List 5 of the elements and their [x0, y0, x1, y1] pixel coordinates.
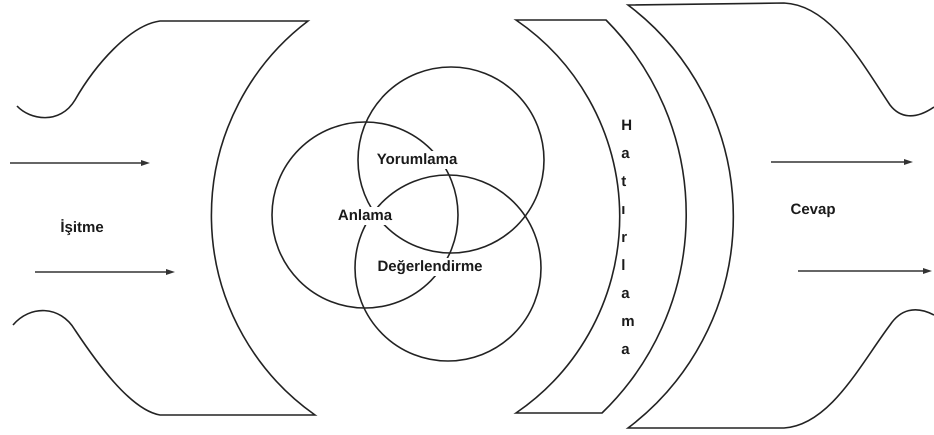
vertical-stage-label: Hatırlama: [621, 116, 644, 360]
stage-label: İşitme: [58, 219, 106, 237]
stage-label: Cevap: [788, 201, 838, 219]
stage-label: Yorumlama: [374, 151, 460, 169]
stage-label: Anlama: [336, 207, 394, 225]
